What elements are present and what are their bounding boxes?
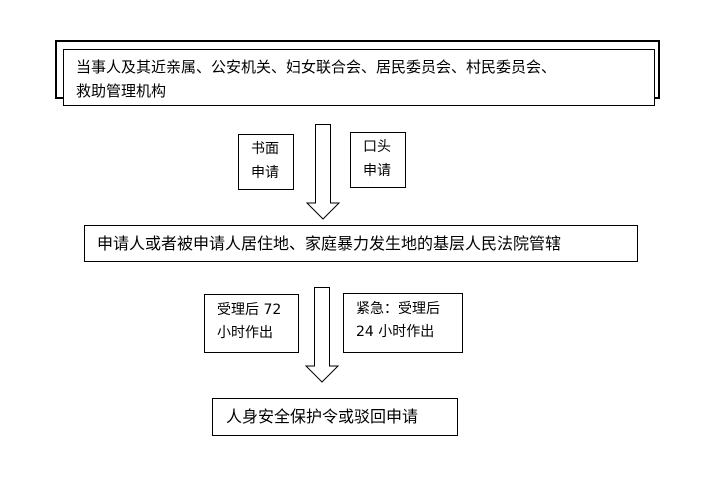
normal-decision-line-2: 小时作出 bbox=[217, 325, 273, 341]
urgent-decision-line-1: 紧急：受理后 bbox=[356, 301, 440, 317]
normal-decision-box: 受理后 72 小时作出 bbox=[204, 294, 299, 353]
arrow-to-result bbox=[304, 287, 340, 383]
result-text: 人身安全保护令或驳回申请 bbox=[226, 407, 419, 426]
petitioners-line-1: 当事人及其近亲属、公安机关、妇女联合会、居民委员会、村民委员会、 bbox=[76, 58, 557, 76]
result-box: 人身安全保护令或驳回申请 bbox=[212, 398, 458, 436]
petitioners-box: 当事人及其近亲属、公安机关、妇女联合会、居民委员会、村民委员会、 救助管理机构 bbox=[63, 49, 655, 106]
urgent-decision-box: 紧急：受理后 24 小时作出 bbox=[343, 293, 463, 353]
urgent-decision-line-2: 24 小时作出 bbox=[356, 324, 435, 340]
oral-application-box: 口头 申请 bbox=[350, 132, 406, 188]
normal-decision-line-1: 受理后 72 bbox=[217, 302, 282, 318]
written-line-1: 书面 bbox=[251, 141, 279, 157]
oral-line-1: 口头 bbox=[363, 139, 391, 155]
written-application-box: 书面 申请 bbox=[238, 134, 294, 190]
court-jurisdiction-box: 申请人或者被申请人居住地、家庭暴力发生地的基层人民法院管辖 bbox=[84, 225, 638, 262]
court-jurisdiction-text: 申请人或者被申请人居住地、家庭暴力发生地的基层人民法院管辖 bbox=[97, 234, 562, 253]
oral-line-2: 申请 bbox=[363, 163, 391, 179]
arrow-to-court bbox=[305, 124, 341, 220]
petitioners-line-2: 救助管理机构 bbox=[76, 82, 167, 100]
written-line-2: 申请 bbox=[251, 165, 279, 181]
